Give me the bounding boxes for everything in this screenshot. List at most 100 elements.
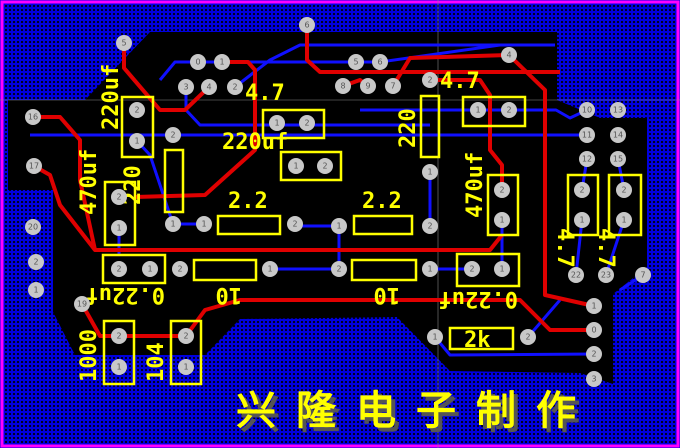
- pad-number: 2: [579, 186, 584, 195]
- pad: 8: [335, 78, 351, 94]
- pad-number: 2: [304, 119, 309, 128]
- pad-number: 10: [582, 106, 592, 115]
- pad: 4: [501, 47, 517, 63]
- pad-circle: [501, 102, 517, 118]
- pad: 1: [331, 218, 347, 234]
- pad-circle: [616, 182, 632, 198]
- pad-number: 5: [121, 39, 126, 48]
- pad-circle: [287, 216, 303, 232]
- pad: 0: [586, 322, 602, 338]
- pad-number: 9: [365, 82, 370, 91]
- pad: 3: [178, 79, 194, 95]
- pad: 2: [178, 328, 194, 344]
- pad: 3: [586, 371, 602, 387]
- pad-number: 1: [499, 265, 504, 274]
- pad-circle: [331, 261, 347, 277]
- pad: 2: [422, 72, 438, 88]
- pad: 1: [574, 212, 590, 228]
- pad-number: 1: [170, 220, 175, 229]
- pad: 2: [227, 79, 243, 95]
- pad: 1: [616, 212, 632, 228]
- pad-number: 2: [116, 265, 121, 274]
- pad: 2: [422, 218, 438, 234]
- pad-number: 12: [582, 155, 592, 164]
- pad: 17: [26, 158, 42, 174]
- pad-number: 2: [232, 83, 237, 92]
- pad: 13: [610, 102, 626, 118]
- pad: 23: [598, 267, 614, 283]
- pad: 1: [178, 359, 194, 375]
- pad-circle: [172, 261, 188, 277]
- pad-number: 3: [591, 375, 596, 384]
- pad: 2: [501, 102, 517, 118]
- pad-number: 2: [170, 131, 175, 140]
- pad-circle: [422, 261, 438, 277]
- pad-circle: [25, 109, 41, 125]
- pad-circle: [422, 164, 438, 180]
- pad: 2: [111, 261, 127, 277]
- pad-circle: [111, 261, 127, 277]
- pad-circle: [129, 133, 145, 149]
- pad-circle: [299, 115, 315, 131]
- pad-number: 4: [206, 83, 211, 92]
- pad-circle: [190, 54, 206, 70]
- pad-number: 1: [147, 265, 152, 274]
- pad-number: 7: [390, 82, 395, 91]
- label-10-right: 10: [374, 282, 401, 307]
- pad-number: 0: [195, 58, 200, 67]
- pad: 1: [422, 164, 438, 180]
- pad-circle: [470, 102, 486, 118]
- pad-number: 2: [183, 332, 188, 341]
- pad-number: 1: [219, 58, 224, 67]
- board-title: 兴隆电子制作: [236, 387, 596, 434]
- pad-circle: [178, 328, 194, 344]
- pad-number: 1: [116, 224, 121, 233]
- pad: 2: [165, 127, 181, 143]
- pad-circle: [616, 212, 632, 228]
- pad-number: 1: [293, 162, 298, 171]
- pad: 2: [520, 329, 536, 345]
- pad-number: 1: [33, 286, 38, 295]
- pad: 2: [331, 261, 347, 277]
- label-2k: 2k: [464, 328, 491, 353]
- pad-circle: [372, 54, 388, 70]
- pad-circle: [111, 328, 127, 344]
- pad-number: 11: [582, 131, 592, 140]
- pad-circle: [288, 158, 304, 174]
- pad-circle: [335, 78, 351, 94]
- pad-number: 2: [336, 265, 341, 274]
- pad-number: 2: [33, 258, 38, 267]
- pad-circle: [317, 158, 333, 174]
- pad-circle: [111, 189, 127, 205]
- pad: 2: [28, 254, 44, 270]
- pad-circle: [26, 158, 42, 174]
- pad-number: 1: [183, 363, 188, 372]
- pad-number: 8: [340, 82, 345, 91]
- pad: 2: [616, 182, 632, 198]
- pad: 11: [579, 127, 595, 143]
- pad: 1: [111, 359, 127, 375]
- pad: 2: [586, 346, 602, 362]
- pad: 1: [262, 261, 278, 277]
- pad-circle: [196, 216, 212, 232]
- pad-number: 3: [183, 83, 188, 92]
- label-104: 104: [144, 342, 169, 382]
- pad-circle: [501, 47, 517, 63]
- pad-number: 1: [499, 216, 504, 225]
- pad-number: 2: [134, 106, 139, 115]
- pad: 22: [568, 267, 584, 283]
- pad: 15: [610, 151, 626, 167]
- pad: 1: [269, 115, 285, 131]
- pad-circle: [494, 212, 510, 228]
- pad-circle: [269, 115, 285, 131]
- pad-number: 2: [292, 220, 297, 229]
- label-220-right: 220: [396, 108, 421, 148]
- pad: 2: [574, 182, 590, 198]
- pad: 4: [201, 79, 217, 95]
- pad-number: 1: [336, 222, 341, 231]
- pad-circle: [385, 78, 401, 94]
- label-220uf-mid: 220uf: [222, 130, 288, 155]
- label-0-22uf-left: 0.22uf: [86, 282, 165, 307]
- pad-circle: [331, 218, 347, 234]
